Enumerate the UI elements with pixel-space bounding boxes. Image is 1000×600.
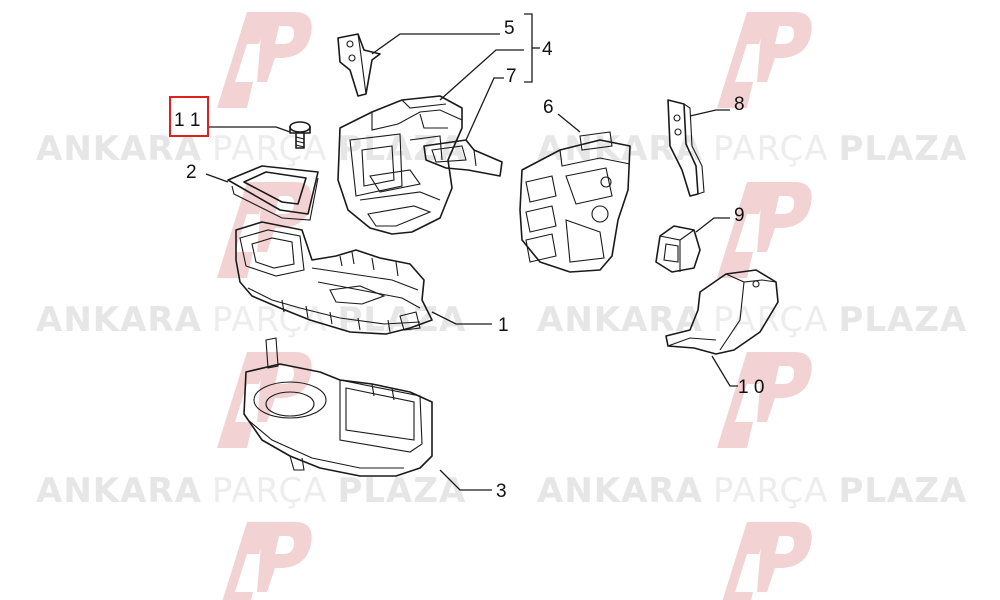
watermark-logo bbox=[217, 182, 312, 278]
watermark-logo bbox=[217, 12, 312, 108]
callout-4[interactable]: 4 bbox=[542, 39, 553, 60]
callout-5[interactable]: 5 bbox=[504, 18, 515, 39]
callout-11[interactable]: 1 1 bbox=[174, 110, 200, 131]
callout-3[interactable]: 3 bbox=[496, 481, 507, 502]
part-10-cover bbox=[665, 269, 779, 355]
callout-labels[interactable]: 1 1 2 1 3 5 4 7 6 8 9 1 0 bbox=[174, 18, 764, 502]
watermark-logo bbox=[722, 522, 812, 600]
callout-1[interactable]: 1 bbox=[498, 315, 509, 336]
part-1-airbox bbox=[235, 221, 433, 335]
callout-7[interactable]: 7 bbox=[506, 66, 517, 87]
part-6-actuator bbox=[519, 131, 631, 273]
callout-2[interactable]: 2 bbox=[186, 162, 197, 183]
watermark-logo bbox=[717, 182, 812, 278]
watermark-logo bbox=[222, 522, 312, 600]
callout-10[interactable]: 1 0 bbox=[738, 377, 764, 398]
part-8-bracket bbox=[667, 99, 705, 197]
part-2-gasket bbox=[227, 165, 319, 221]
watermark-logo bbox=[717, 352, 812, 448]
part-7-flap bbox=[423, 139, 503, 177]
highlight-box-11 bbox=[169, 96, 209, 137]
watermark-logos bbox=[217, 12, 812, 600]
part-9-cap bbox=[655, 225, 701, 273]
watermark-logo bbox=[717, 12, 812, 108]
leader-lines bbox=[205, 13, 738, 491]
part-4-housing bbox=[337, 95, 463, 235]
callout-8[interactable]: 8 bbox=[734, 94, 745, 115]
part-11-screw bbox=[289, 121, 311, 149]
part-5-bracket bbox=[337, 33, 381, 97]
callout-9[interactable]: 9 bbox=[734, 205, 745, 226]
watermark-logo bbox=[217, 352, 312, 448]
callout-6[interactable]: 6 bbox=[543, 97, 554, 118]
part-3-blower-housing bbox=[243, 337, 433, 477]
